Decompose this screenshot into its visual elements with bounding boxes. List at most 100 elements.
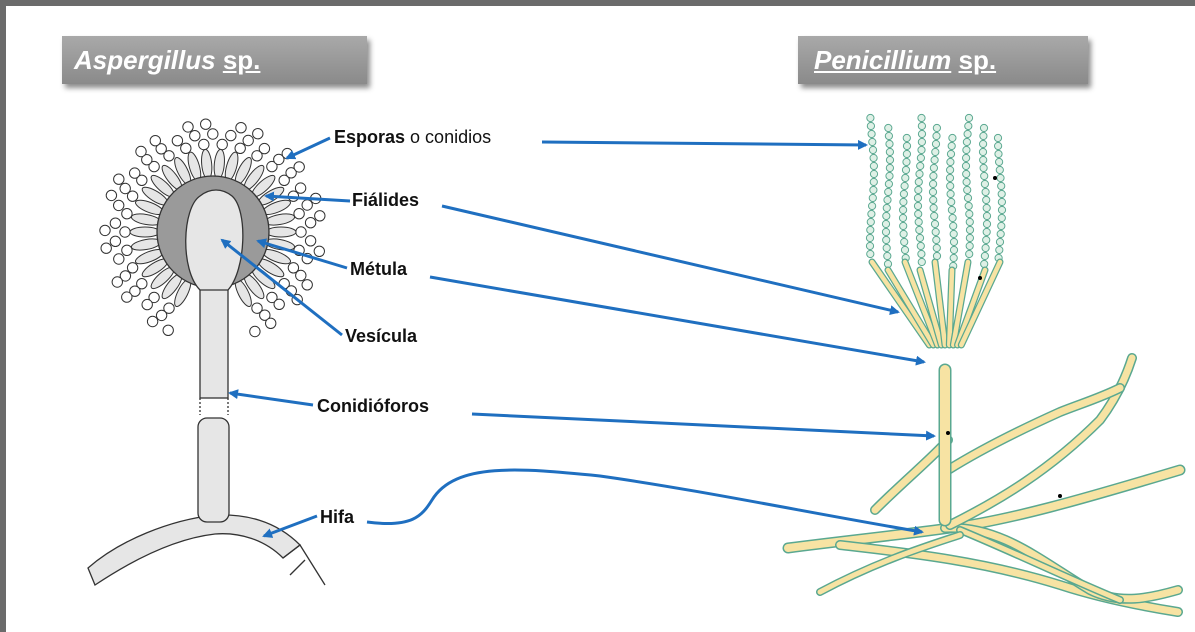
- label-metula-text: Métula: [350, 259, 407, 279]
- conidium: [963, 154, 970, 161]
- spore: [199, 139, 209, 149]
- conidium: [883, 244, 890, 251]
- conidium: [915, 186, 922, 193]
- penicillium-drawing: [788, 114, 1180, 612]
- conidium: [918, 130, 925, 137]
- conidium: [964, 130, 971, 137]
- conidium: [932, 148, 939, 155]
- label-conidioforos-text: Conidióforos: [317, 396, 429, 416]
- conidium: [868, 130, 875, 137]
- conidium: [946, 174, 953, 181]
- conidium: [915, 178, 922, 185]
- conidium: [947, 190, 954, 197]
- conidium: [948, 142, 955, 149]
- conidium: [886, 172, 893, 179]
- spore: [100, 225, 110, 235]
- spore: [259, 143, 269, 153]
- conidium: [998, 206, 1005, 213]
- conidium: [983, 212, 990, 219]
- conidium: [885, 188, 892, 195]
- conidium: [868, 210, 875, 217]
- label-fialides: Fiálides: [352, 190, 419, 211]
- conidium: [980, 156, 987, 163]
- conidium: [867, 114, 874, 121]
- label-vesicula: Vesícula: [345, 326, 417, 347]
- conidium: [930, 172, 937, 179]
- spore: [122, 209, 132, 219]
- conidium: [983, 220, 990, 227]
- conidium: [933, 244, 940, 251]
- spore: [302, 280, 312, 290]
- conidium: [966, 250, 973, 257]
- conidium: [998, 222, 1005, 229]
- conidium: [994, 134, 1001, 141]
- conidium: [997, 174, 1004, 181]
- label-esporas-rest: o conidios: [405, 127, 491, 147]
- conidium: [870, 154, 877, 161]
- conidium: [981, 252, 988, 259]
- conidium: [947, 182, 954, 189]
- conidium: [901, 182, 908, 189]
- aspergillus-conidiophore-lower: [198, 418, 229, 522]
- conidium: [900, 198, 907, 205]
- conidium: [930, 204, 937, 211]
- conidium: [900, 222, 907, 229]
- conidium: [947, 166, 954, 173]
- conidium: [982, 188, 989, 195]
- conidium: [917, 154, 924, 161]
- spore: [294, 162, 304, 172]
- conidium: [885, 124, 892, 131]
- conidium: [917, 242, 924, 249]
- spore: [305, 218, 315, 228]
- label-hifa: Hifa: [320, 507, 354, 528]
- spore: [110, 218, 120, 228]
- conidium: [883, 212, 890, 219]
- conidium: [965, 114, 972, 121]
- spore: [243, 135, 253, 145]
- conidium: [983, 196, 990, 203]
- conidium: [981, 172, 988, 179]
- conidium: [980, 132, 987, 139]
- conidium: [948, 206, 955, 213]
- conidium: [963, 178, 970, 185]
- conidium: [981, 260, 988, 267]
- label-fialides-text: Fiálides: [352, 190, 419, 210]
- conidium: [882, 228, 889, 235]
- spore: [114, 174, 124, 184]
- conidium: [948, 198, 955, 205]
- hypha-outline: [950, 358, 1132, 525]
- conidium: [950, 230, 957, 237]
- conidium: [870, 162, 877, 169]
- spore: [163, 325, 173, 335]
- phialide: [213, 149, 226, 180]
- conidium: [931, 220, 938, 227]
- phialide: [200, 149, 213, 180]
- conidium: [966, 234, 973, 241]
- conidium: [933, 132, 940, 139]
- conidium: [932, 140, 939, 147]
- conidium: [929, 188, 936, 195]
- label-hifa-text: Hifa: [320, 507, 354, 527]
- conidium: [964, 194, 971, 201]
- conidium: [950, 246, 957, 253]
- spore: [208, 129, 218, 139]
- spore: [147, 316, 157, 326]
- hypha: [875, 440, 948, 510]
- conidium: [947, 150, 954, 157]
- conidium: [915, 218, 922, 225]
- conidium: [997, 230, 1004, 237]
- conidium: [870, 186, 877, 193]
- conidium: [930, 180, 937, 187]
- spore: [226, 130, 236, 140]
- spore: [114, 200, 124, 210]
- aspergillus-hypha: [88, 515, 300, 585]
- conidium: [884, 252, 891, 259]
- spore: [315, 211, 325, 221]
- arrow-conidioforos-left: [230, 393, 313, 405]
- conidium: [914, 194, 921, 201]
- spore: [181, 143, 191, 153]
- conidium: [964, 186, 971, 193]
- conidium: [982, 244, 989, 251]
- spore: [250, 326, 260, 336]
